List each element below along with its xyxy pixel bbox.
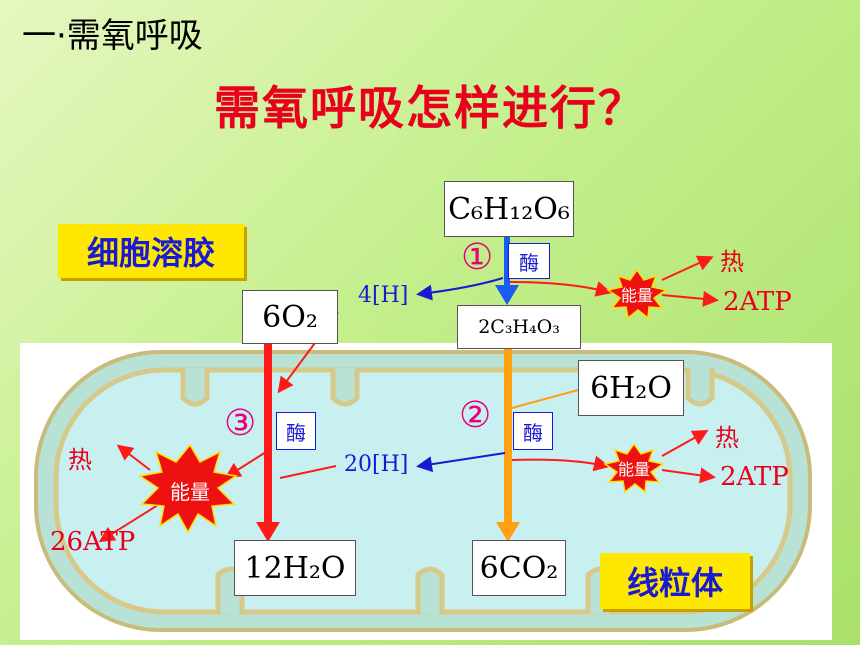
water-out-label: 12H₂O [244,550,346,586]
glucose-box: C₆H₁₂O₆ [444,181,574,237]
atp-step2-label: 2ATP [720,462,789,492]
step2-hydrogen-arrow [416,452,506,473]
enzyme-step3: 酶 [276,412,316,450]
step2-atp-arrow [661,467,716,484]
pyruvate-label: 2C₃H₄O₃ [478,316,560,338]
hydrogen-step2-label: 20[H] [344,452,409,477]
energy-burst-step3 [138,443,238,534]
step3-energy-arrow [224,451,267,479]
energy-step2-label: 能量 [617,460,650,479]
co2-box: 6CO₂ [472,540,566,596]
step1-main-arrowhead [495,285,519,305]
energy-burst-step1 [606,268,668,320]
hydrogen-step1-label: 4[H] [358,283,409,308]
enzyme-step2: 酶 [513,412,553,450]
enzyme-step1: 酶 [508,243,550,279]
step1-atp-arrow [661,290,719,307]
step-three-marker: ③ [224,403,257,444]
water-in-label: 6H₂O [590,370,672,406]
heat-step2-label: 热 [715,424,739,452]
section-heading: 一·需氧呼吸 [22,16,203,56]
step2-heat-arrow [661,430,709,457]
atp-step1-label: 2ATP [723,287,792,317]
step3-atp-arrow [98,504,159,543]
pyruvate-box: 2C₃H₄O₃ [457,305,581,349]
page-title: 需氧呼吸怎样进行？ [214,81,646,135]
step1-hydrogen-arrow [416,277,504,301]
water-out-box: 12H₂O [234,540,356,596]
water-in-box: 6H₂O [578,360,684,416]
step-one-marker: ① [461,237,494,278]
step1-heat-arrow [661,255,714,281]
step3-heat-arrow [116,444,151,471]
step2-water-arrow [511,389,579,409]
glucose-label: C₆H₁₂O₆ [448,191,570,227]
co2-label: 6CO₂ [479,550,559,586]
heat-step3-label: 热 [68,446,92,474]
step2-main-arrowhead [496,522,520,542]
energy-step1-label: 能量 [620,286,653,305]
step2-energy-arrow [511,455,610,472]
step3-main-arrowhead [256,522,280,542]
oxygen-label: 6O₂ [262,299,318,335]
energy-step3-label: 能量 [170,480,210,504]
step-two-marker: ② [459,395,492,436]
atp-step3-label: 26ATP [50,527,136,557]
oxygen-box: 6O₂ [242,290,338,344]
step1-energy-arrow [509,281,612,297]
step3-hydrogen-in-arrow-2 [279,465,337,479]
mitochondrion-label: 线粒体 [600,553,750,609]
cytosol-label: 细胞溶胶 [58,224,244,278]
energy-burst-step2 [603,442,665,494]
heat-step1-label: 热 [720,248,744,276]
